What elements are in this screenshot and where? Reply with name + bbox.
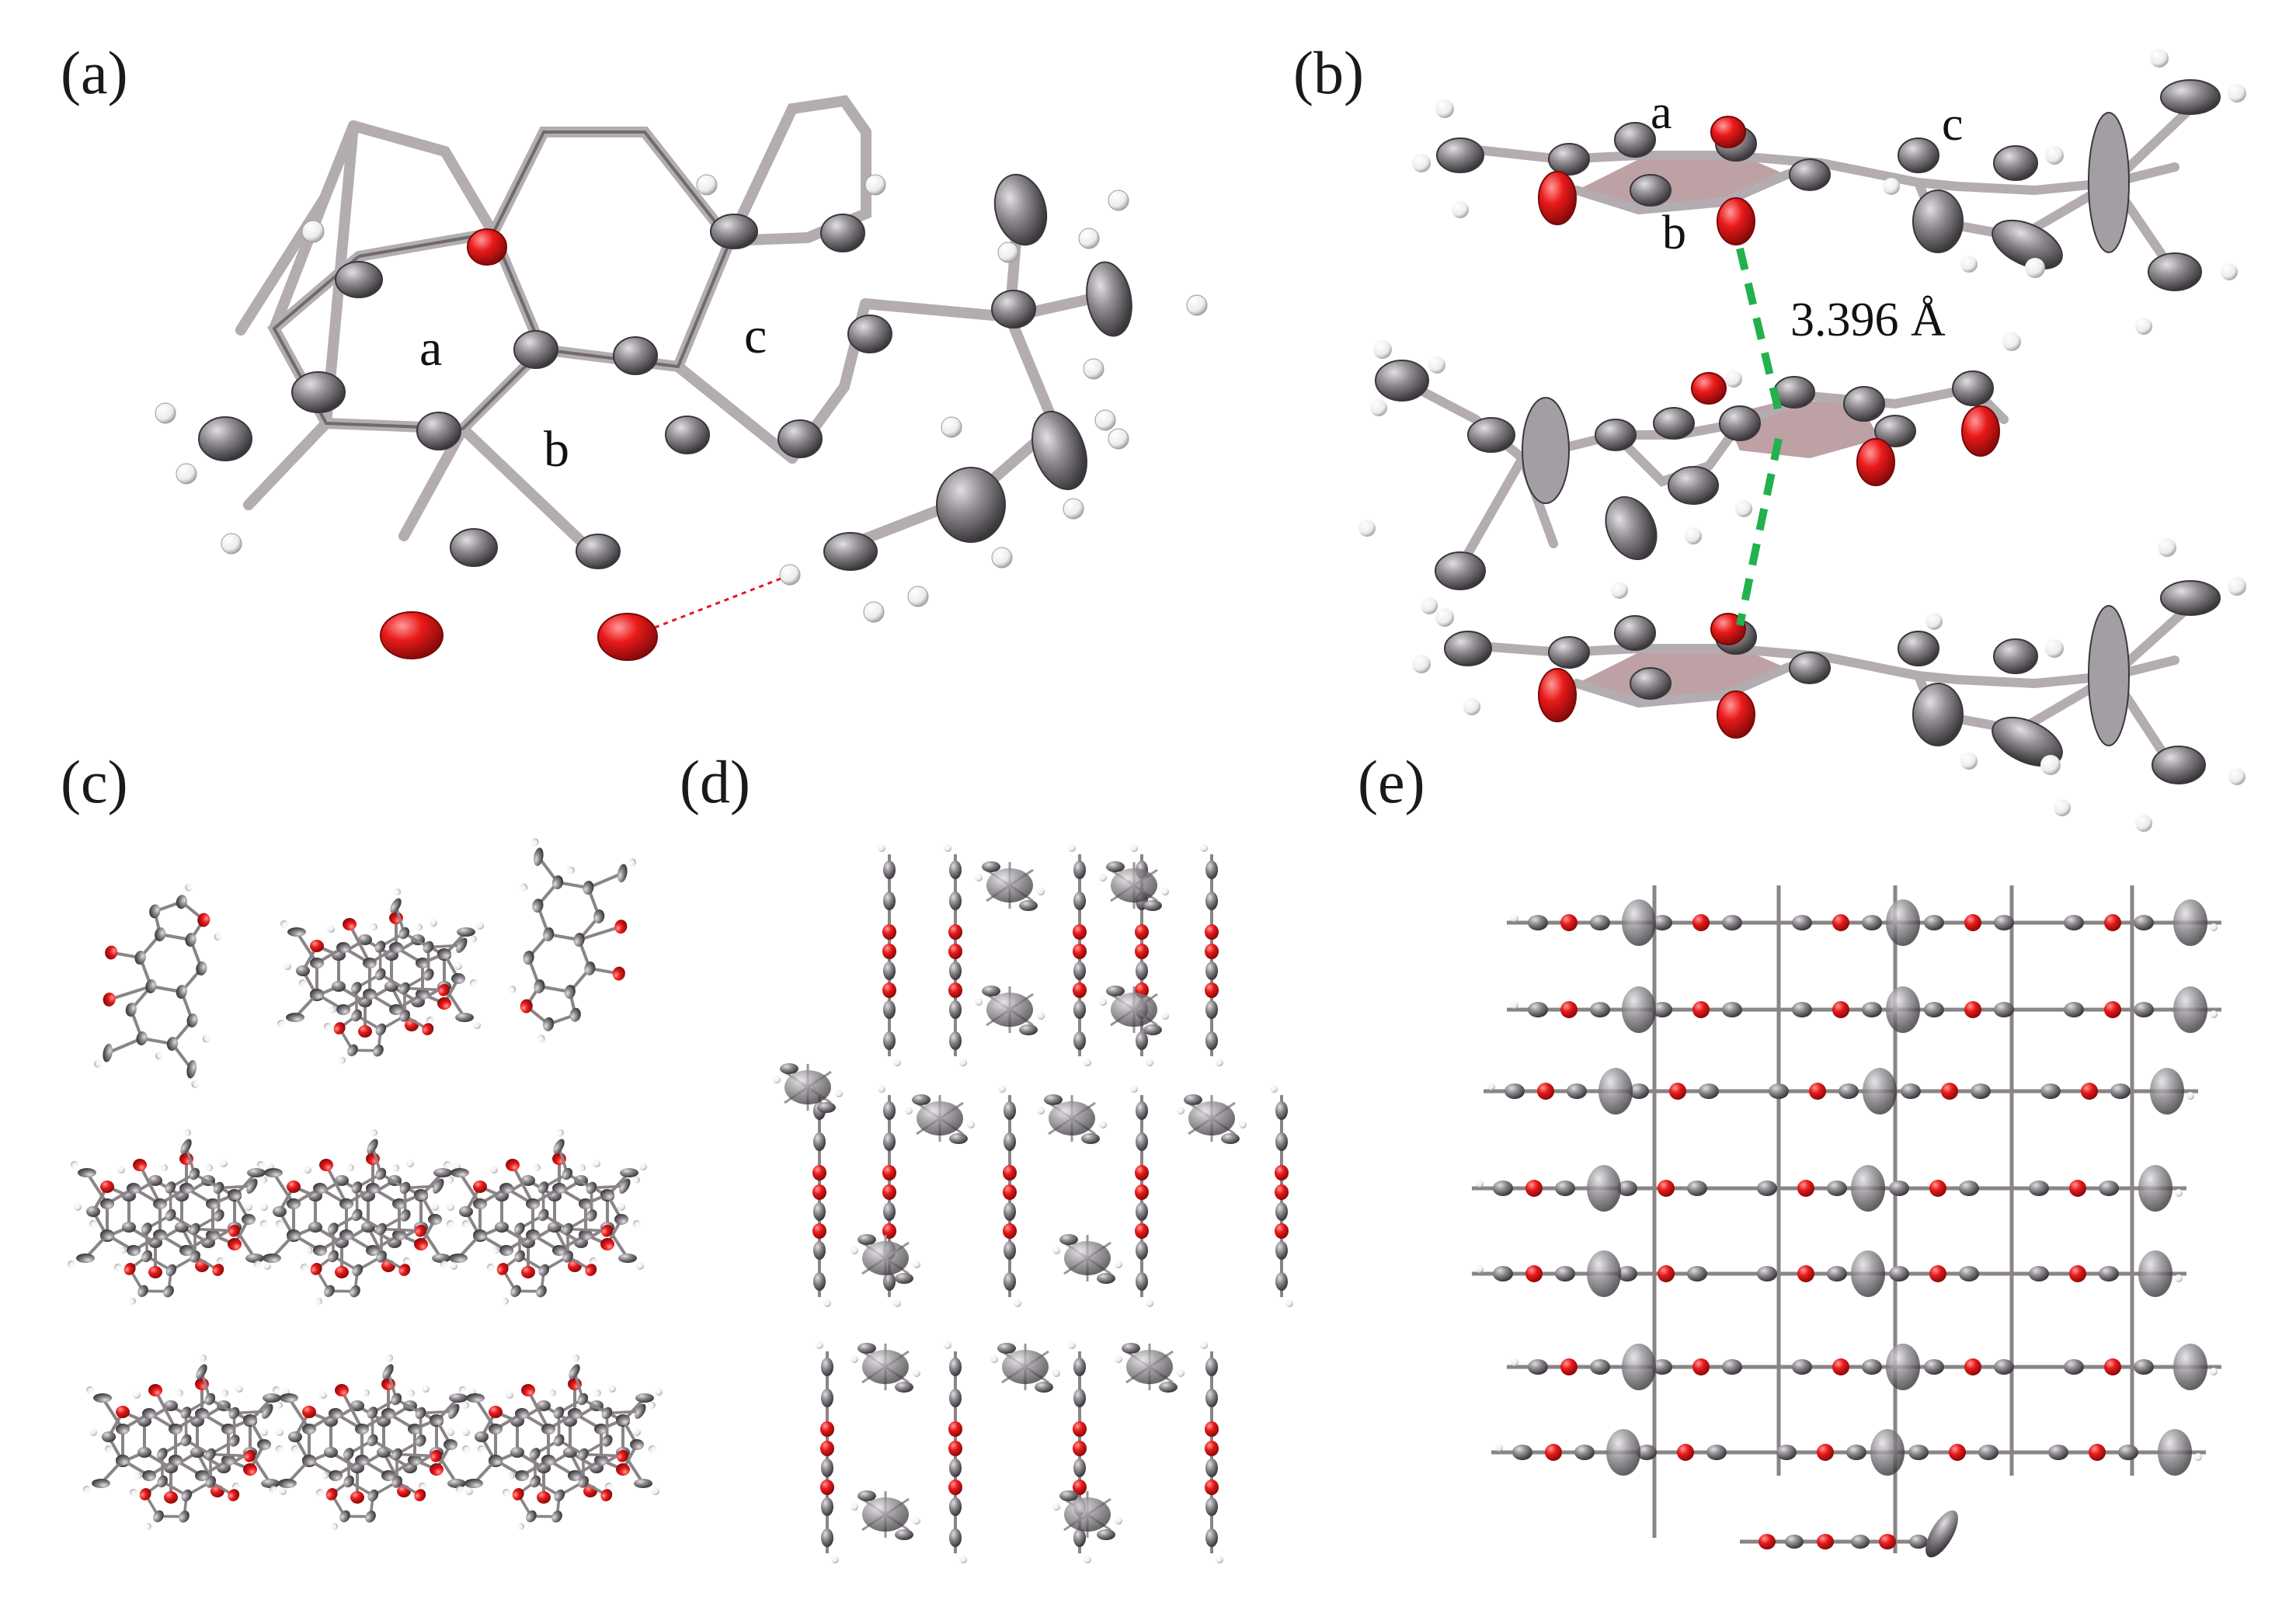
packing-c: [68, 835, 665, 1562]
molecule-a-hydrogens: [155, 174, 1208, 623]
panel-e: (e): [1358, 748, 2221, 1558]
hydrogen-bond-dashed-line: [654, 573, 791, 629]
molecule-a-oxygens: [380, 228, 658, 661]
panel-c: (c): [61, 748, 665, 1562]
panel-b-label: (b): [1293, 39, 1364, 106]
ring-label-b-a: a: [1651, 86, 1672, 139]
ring-label-a: a: [419, 320, 442, 377]
panel-b: (b): [1293, 39, 2246, 832]
panel-e-label: (e): [1358, 748, 1425, 815]
panel-d: (d): [680, 748, 1295, 1565]
panel-c-label: (c): [61, 748, 128, 815]
ring-label-c: c: [744, 308, 767, 364]
panel-a: (a): [61, 39, 1208, 661]
ring-labels-a: a b c: [419, 308, 767, 478]
molecule-a-carbons: [198, 173, 1132, 571]
stack-molecule-top: a b c: [1412, 49, 2246, 335]
ring-label-b-b: b: [1662, 207, 1686, 259]
stacking-distance-label: 3.396 Å: [1790, 294, 1946, 346]
ring-label-b: b: [544, 421, 569, 478]
stack-molecule-middle: [1358, 332, 2021, 614]
pi-stacking-distance-line: [1736, 247, 1783, 627]
stack-molecule-bottom: [1412, 538, 2246, 832]
ring-label-b-c: c: [1942, 98, 1964, 151]
ring-labels-b: a b c: [1651, 86, 1964, 259]
packing-e: [1472, 885, 2221, 1558]
panel-d-label: (d): [680, 748, 750, 815]
packing-d: [771, 843, 1295, 1565]
panel-a-label: (a): [61, 39, 128, 106]
bottom-row-e: [1740, 1510, 1958, 1558]
